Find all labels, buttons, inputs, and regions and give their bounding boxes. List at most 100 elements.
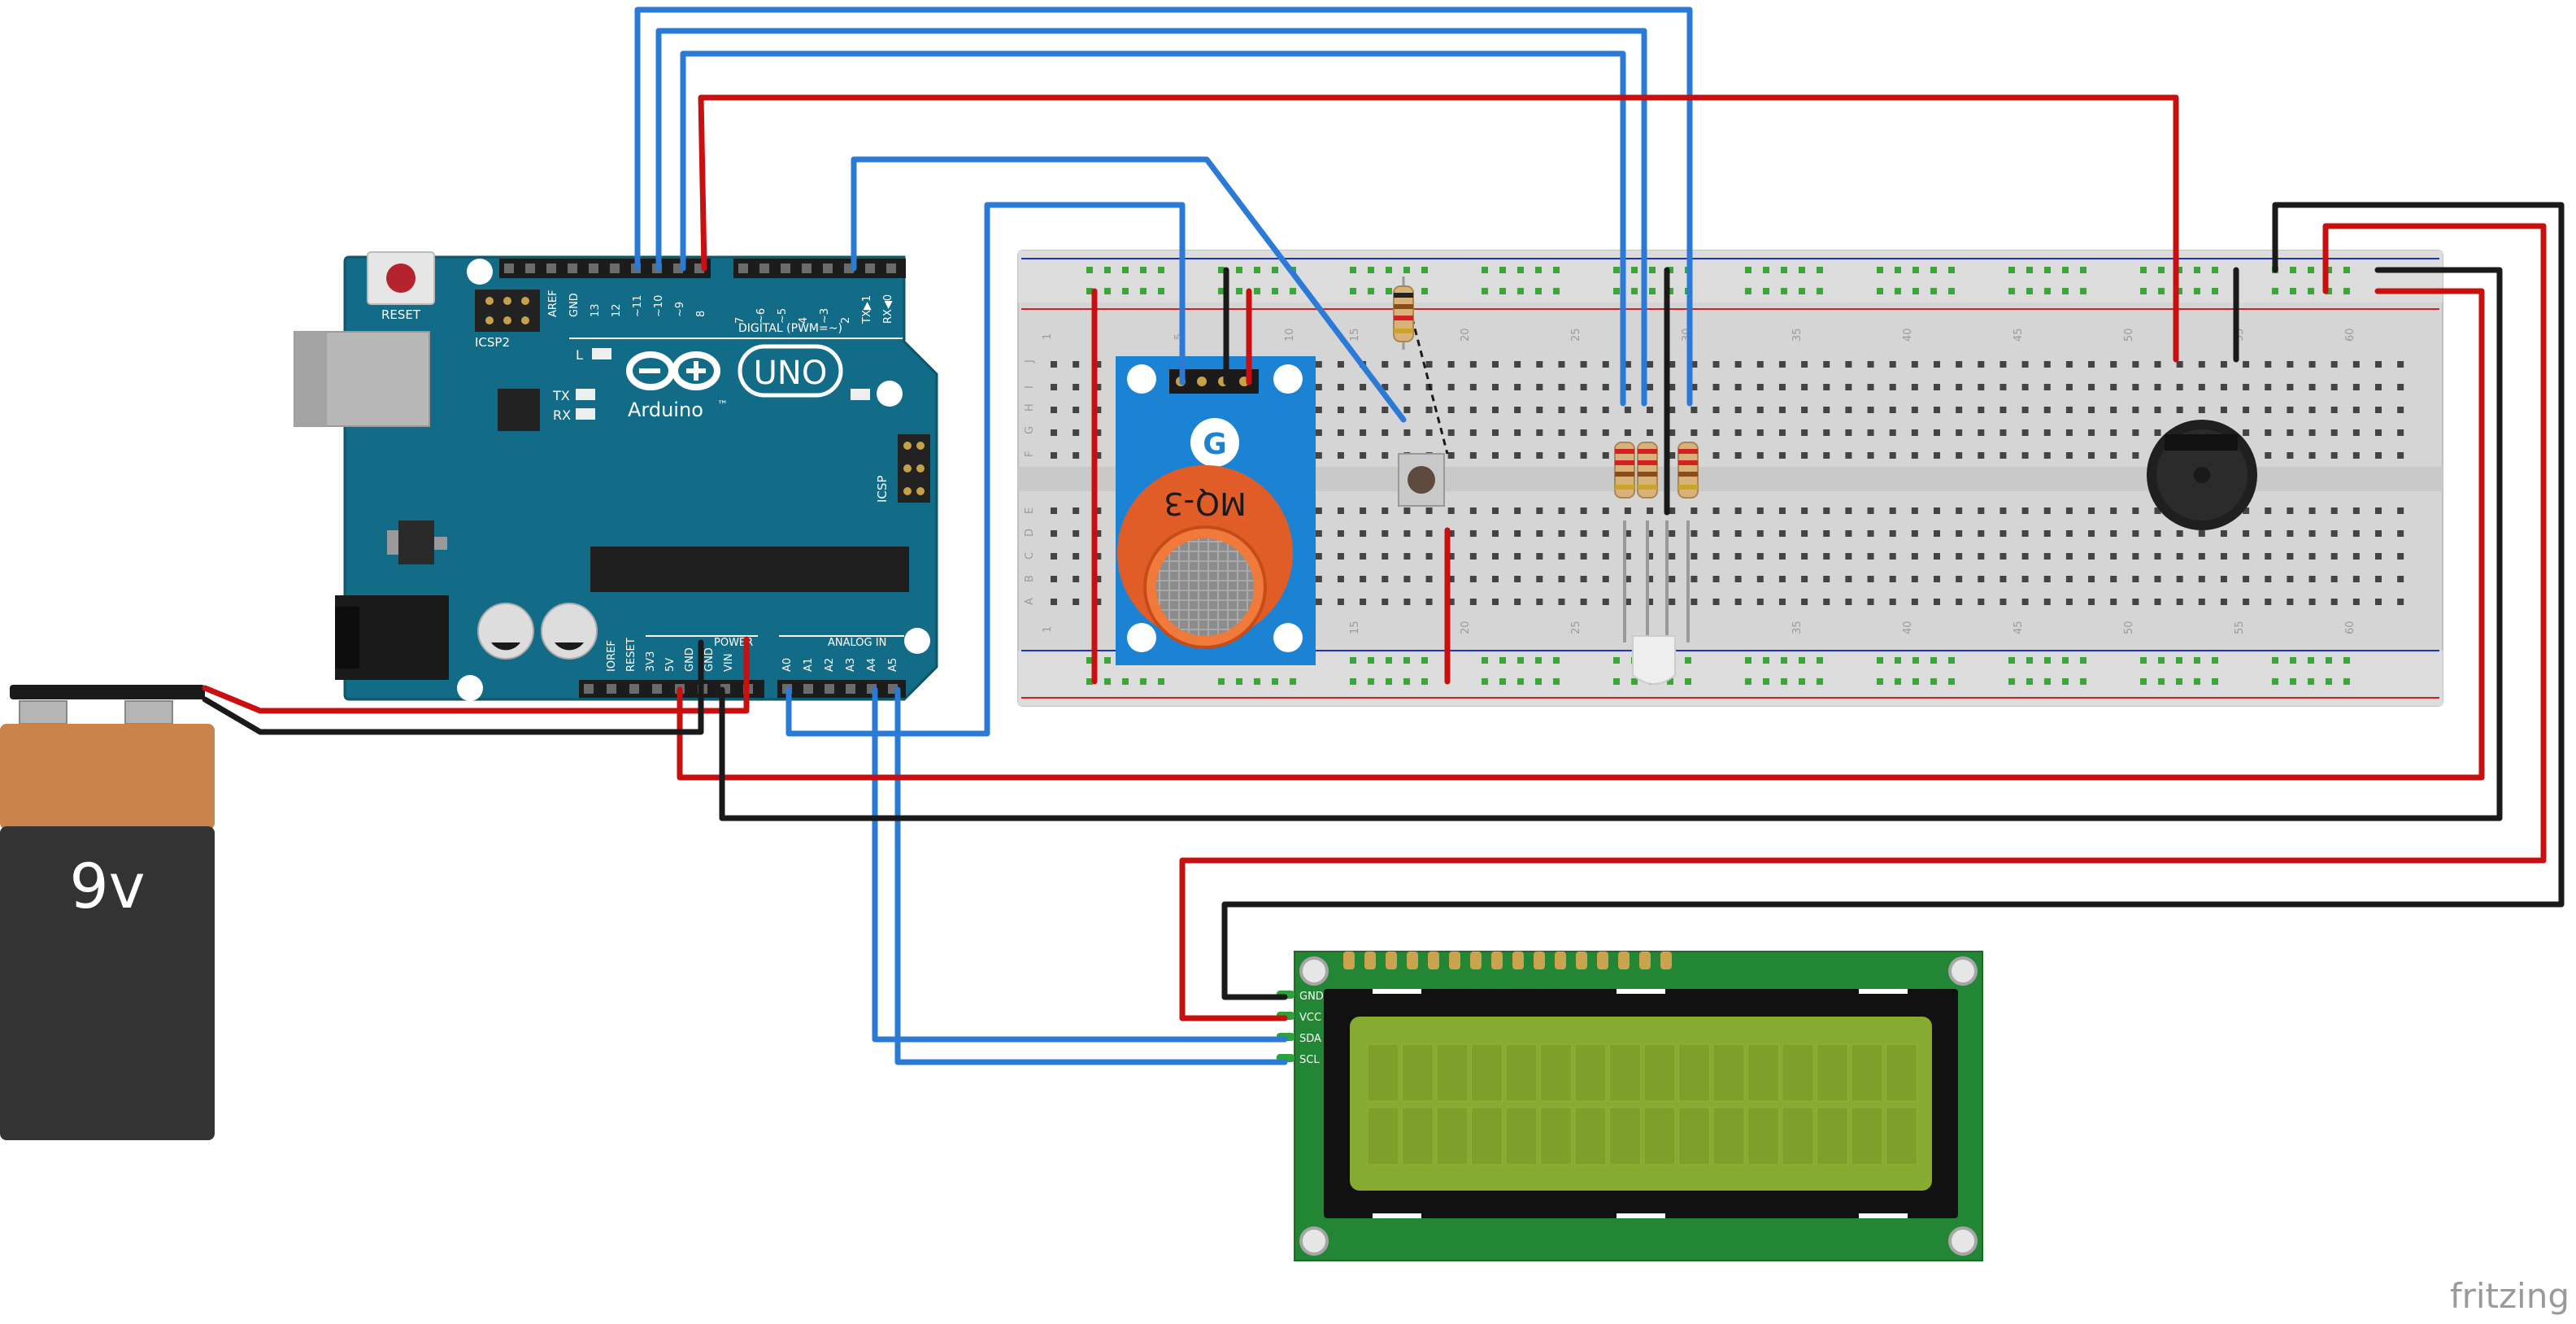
breadboard-hole [1337, 361, 1344, 368]
wire-pin10-to-led [655, 28, 1647, 407]
rail-hole [2343, 288, 2350, 294]
led-l-label: L [576, 347, 583, 363]
breadboard-hole [1425, 576, 1433, 582]
rail-hole [2026, 267, 2033, 273]
battery-body [0, 826, 215, 1140]
pin-label: ~6 [755, 308, 768, 324]
breadboard-hole [1712, 599, 1720, 605]
lcd-char-cell [1747, 1043, 1779, 1102]
rail-hole [1799, 288, 1805, 294]
rail-hole [2212, 288, 2218, 294]
rail-hole [1350, 678, 1356, 685]
column-number-bottom-50: 50 [2123, 621, 2135, 634]
header-pin [803, 684, 813, 694]
breadboard-hole [1978, 599, 1985, 605]
column-number-bottom-15: 15 [1349, 621, 1361, 634]
breadboard-hole [1889, 407, 1896, 413]
lcd-char-cell [1471, 1107, 1503, 1165]
rail-hole [1086, 678, 1093, 685]
breadboard-hole [1756, 407, 1764, 413]
lcd-char-cell [1747, 1107, 1779, 1165]
rail-hole [2044, 657, 2051, 664]
breadboard-hole [1425, 507, 1433, 514]
sensor-mesh [1156, 538, 1254, 636]
rail-hole [2026, 288, 2033, 294]
breadboard-hole [1978, 361, 1985, 368]
breadboard-hole [1934, 576, 1940, 582]
breadboard-hole [2110, 599, 2117, 605]
rail-hole [2062, 678, 2069, 685]
breadboard-hole [1051, 507, 1057, 514]
lcd-char-cell [1712, 1107, 1745, 1165]
breadboard-hole [1889, 452, 1896, 459]
header-pin [607, 684, 616, 694]
breadboard-hole [1073, 530, 1080, 537]
breadboard-hole [2176, 599, 2183, 605]
rail-hole [1781, 678, 1787, 685]
digital-header-right [733, 259, 906, 278]
breadboard-hole [2220, 599, 2227, 605]
breadboard-hole [2021, 452, 2029, 459]
breadboard-hole [1094, 384, 1102, 390]
breadboard-hole [2397, 576, 2404, 582]
header-pin [738, 263, 748, 273]
breadboard-hole [1580, 599, 1587, 605]
breadboard-hole [1647, 576, 1654, 582]
breadboard-hole [1558, 429, 1565, 436]
column-number-bottom-1: 1 [1042, 626, 1054, 633]
breadboard-hole [1382, 530, 1389, 537]
rail-hole [1499, 267, 1506, 273]
breadboard-hole [1602, 599, 1609, 605]
rail-hole [1763, 288, 1769, 294]
rail-hole [1403, 267, 1410, 273]
breadboard-hole [1934, 599, 1940, 605]
breadboard-hole [1425, 361, 1433, 368]
led-on [851, 389, 870, 400]
header-pin [589, 263, 598, 273]
row-letter-j: J [1024, 359, 1036, 364]
breadboard-hole [1602, 452, 1609, 459]
rail-hole [1912, 288, 1919, 294]
pin-label: 5V [664, 658, 677, 672]
breadboard-hole [1315, 452, 1322, 459]
breadboard-hole [1492, 599, 1499, 605]
lcd-char-cell [1678, 1107, 1710, 1165]
rail-hole [2212, 678, 2218, 685]
breadboard-hole [2220, 553, 2227, 560]
breadboard-hole [2397, 599, 2404, 605]
breadboard-hole [2308, 361, 2316, 368]
wire-rail-to-lcd-gnd [1221, 202, 2565, 1000]
rail-hole [1799, 267, 1805, 273]
rail-hole [2080, 288, 2086, 294]
led-rx [576, 408, 595, 420]
breadboard-hole [1094, 553, 1102, 560]
breadboard-hole [2154, 507, 2161, 514]
lcd-header-pin [1555, 952, 1566, 969]
breadboard-hole [2176, 530, 2183, 537]
breadboard-hole [2375, 599, 2382, 605]
lcd-char-cell [1436, 1107, 1469, 1165]
breadboard-hole [2065, 361, 2073, 368]
icsp-label: ICSP [875, 476, 890, 503]
rail-hole [2194, 657, 2200, 664]
breadboard-hole [1447, 599, 1455, 605]
mounting-hole [877, 381, 903, 407]
breadboard-hole [2065, 530, 2073, 537]
breadboard-hole [2265, 576, 2272, 582]
breadboard-hole [1845, 530, 1852, 537]
rail-hole [2044, 678, 2051, 685]
rail-hole [2212, 267, 2218, 273]
rail-hole [1122, 288, 1129, 294]
column-number-bottom-60: 60 [2344, 621, 2356, 634]
breadboard-hole [1911, 507, 1918, 514]
rail-hole [2008, 657, 2015, 664]
breadboard-hole [1425, 530, 1433, 537]
breadboard-hole [1382, 452, 1389, 459]
breadboard-hole [1492, 361, 1499, 368]
lcd-char-cell [1851, 1107, 1883, 1165]
breadboard-hole [1514, 384, 1521, 390]
breadboard-hole [2265, 507, 2272, 514]
rail-hole [1421, 267, 1428, 273]
pin-label: ~5 [777, 308, 789, 324]
breadboard-hole [1690, 576, 1698, 582]
